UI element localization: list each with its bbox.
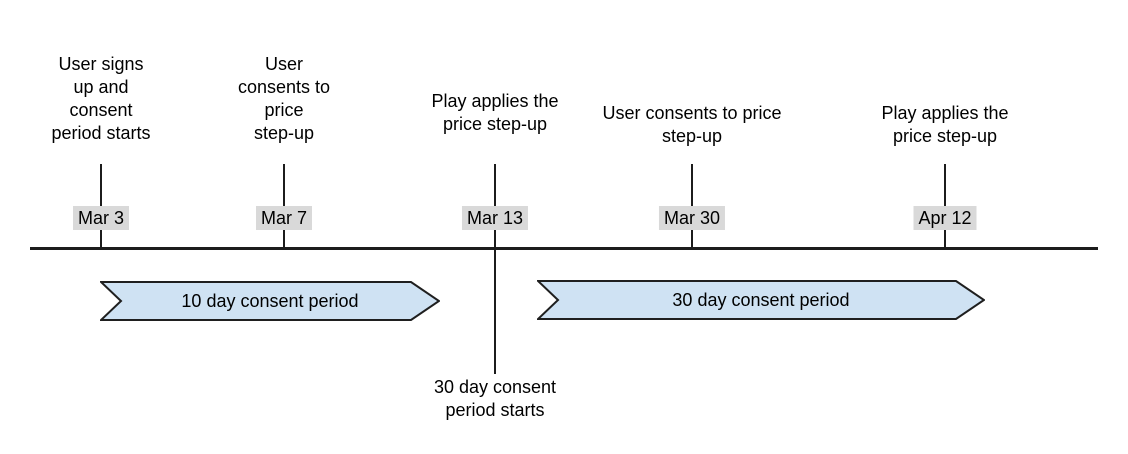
event-description: User consents to price step-up	[237, 54, 331, 143]
period-arrow-shape	[537, 280, 985, 320]
period-banner-30-day: 30 day consent period	[537, 280, 985, 320]
period-banner-10-day: 10 day consent period	[100, 281, 440, 321]
event-description: User consents to price step-up	[602, 103, 782, 146]
event-date-label: Mar 13	[461, 206, 529, 230]
event-date-label: Apr 12	[913, 206, 977, 230]
period-arrow-shape	[100, 281, 440, 321]
event-description: User signs up and consent period starts	[51, 54, 151, 143]
annotation-text: 30 day consent period starts	[433, 377, 557, 420]
event-date-label: Mar 30	[658, 206, 726, 230]
event-date-label: Mar 7	[255, 206, 313, 230]
timeline-axis	[30, 247, 1098, 250]
annotation-connector-line	[494, 250, 496, 374]
event-date-label: Mar 3	[72, 206, 130, 230]
event-description: Play applies the price step-up	[431, 91, 559, 134]
period-label: 10 day consent period	[181, 291, 359, 311]
period-label: 30 day consent period	[672, 290, 850, 310]
event-description: Play applies the price step-up	[881, 103, 1009, 146]
